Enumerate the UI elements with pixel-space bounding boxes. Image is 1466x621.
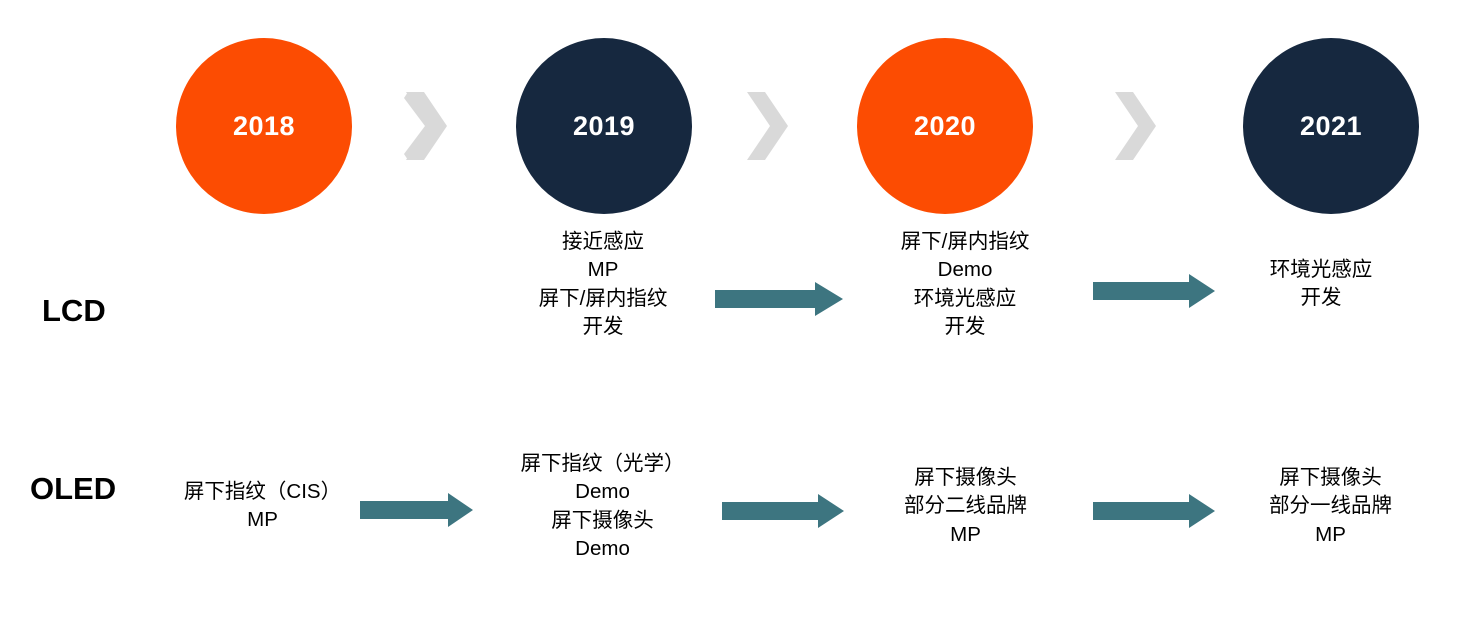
- cell-line: 开发: [944, 314, 986, 338]
- year-label-2018: 2018: [232, 110, 296, 141]
- cell-line: 环境光感应: [913, 286, 1017, 310]
- year-label-2021: 2021: [1299, 110, 1363, 141]
- arrow-right-icon-oled-1: [360, 493, 473, 527]
- cell-lcd-2021: 环境光感应 开发: [1211, 256, 1431, 313]
- cell-line: 屏下/屏内指纹: [538, 286, 668, 310]
- arrow-right-icon-lcd-1: [715, 282, 843, 316]
- year-label-2019: 2019: [572, 110, 636, 141]
- cell-line: MP: [587, 258, 619, 282]
- cell-line: MP: [950, 522, 981, 546]
- cell-line: 屏下摄像头: [914, 466, 1017, 489]
- cell-line: 接近感应: [562, 230, 644, 253]
- cell-line: 屏下/屏内指纹: [900, 230, 1030, 253]
- year-circle-2019[interactable]: 2019: [516, 38, 692, 214]
- year-circle-2018[interactable]: 2018: [176, 38, 352, 214]
- arrow-right-icon-oled-2: [722, 494, 844, 528]
- cell-line: 部分一线品牌: [1269, 494, 1392, 518]
- cell-line: MP: [247, 508, 278, 532]
- cell-oled-2020: 屏下摄像头 部分二线品牌 MP: [848, 464, 1083, 549]
- cell-line: 部分二线品牌: [904, 494, 1027, 518]
- cell-line: Demo: [575, 536, 630, 560]
- cell-line: 环境光感应: [1269, 258, 1373, 281]
- cell-line: Demo: [575, 480, 630, 504]
- chevron-right-icon-1: [404, 92, 450, 160]
- year-circle-2020[interactable]: 2020: [857, 38, 1033, 214]
- cell-line: MP: [1315, 522, 1346, 546]
- cell-line: Demo: [937, 258, 993, 282]
- cell-line: 屏下指纹（光学）: [520, 452, 685, 475]
- chevron-right-icon-2: [745, 92, 791, 160]
- row-label-lcd: LCD: [42, 293, 106, 328]
- arrow-right-icon-oled-3: [1093, 494, 1215, 528]
- year-label-2020: 2020: [913, 110, 977, 141]
- cell-lcd-2019: 接近感应 MP 屏下/屏内指纹 开发: [478, 228, 728, 341]
- cell-line: 屏下摄像头: [1279, 466, 1382, 489]
- row-label-oled: OLED: [30, 471, 117, 506]
- cell-oled-2018: 屏下指纹（CIS） MP: [155, 478, 370, 535]
- chevron-right-icon-3: [1113, 92, 1159, 160]
- cell-oled-2021: 屏下摄像头 部分一线品牌 MP: [1213, 464, 1448, 549]
- cell-line: 开发: [582, 314, 624, 338]
- cell-oled-2019: 屏下指纹（光学） Demo 屏下摄像头 Demo: [485, 450, 720, 563]
- cell-line: 屏下指纹（CIS）: [183, 480, 342, 503]
- year-circle-2021[interactable]: 2021: [1243, 38, 1419, 214]
- cell-line: 屏下摄像头: [551, 508, 654, 532]
- arrow-right-icon-lcd-2: [1093, 274, 1215, 308]
- cell-line: 开发: [1300, 286, 1342, 310]
- cell-lcd-2020: 屏下/屏内指纹 Demo 环境光感应 开发: [840, 228, 1090, 341]
